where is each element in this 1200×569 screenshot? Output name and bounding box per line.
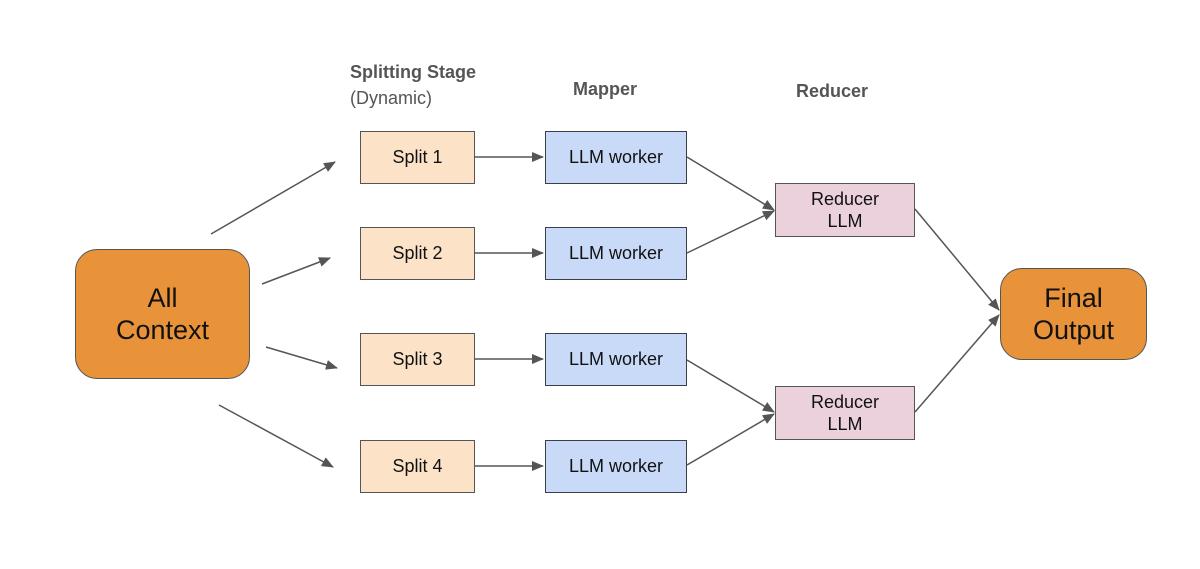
node-llm-worker-4: LLM worker xyxy=(545,440,687,493)
node-split-1: Split 1 xyxy=(360,131,475,184)
node-llm-worker-2-label: LLM worker xyxy=(568,243,664,263)
arrow-llm-3-to-reducer-2 xyxy=(686,359,775,413)
node-reducer-llm-2: Reducer LLM xyxy=(775,386,915,440)
node-llm-worker-1: LLM worker xyxy=(545,131,687,184)
arrow-llm-2-to-reducer-1 xyxy=(686,210,775,254)
node-final-output-label: Final Output xyxy=(1032,283,1115,345)
arrow-context-to-split-1 xyxy=(210,161,336,235)
node-split-4: Split 4 xyxy=(360,440,475,493)
node-all-context-label: All Context xyxy=(115,283,210,345)
node-llm-worker-1-label: LLM worker xyxy=(568,147,664,167)
arrow-reducer-1-to-final xyxy=(914,208,1000,311)
node-llm-worker-2: LLM worker xyxy=(545,227,687,280)
header-splitting-stage: Splitting Stage xyxy=(350,62,476,82)
node-reducer-llm-1-label: Reducer LLM xyxy=(810,189,880,231)
node-split-2-label: Split 2 xyxy=(392,243,443,263)
node-llm-worker-3-label: LLM worker xyxy=(568,349,664,369)
arrow-context-to-split-4 xyxy=(218,404,334,468)
arrow-llm-4-to-reducer-2 xyxy=(686,413,775,466)
node-reducer-llm-1: Reducer LLM xyxy=(775,183,915,237)
node-split-1-label: Split 1 xyxy=(392,147,443,167)
node-final-output: Final Output xyxy=(1000,268,1147,360)
arrow-context-to-split-2 xyxy=(261,257,331,285)
node-all-context: All Context xyxy=(75,249,250,379)
arrow-llm-1-to-reducer-1 xyxy=(686,156,775,211)
arrow-context-to-split-3 xyxy=(265,346,338,370)
node-llm-worker-4-label: LLM worker xyxy=(568,456,664,476)
header-reducer: Reducer xyxy=(796,81,869,101)
header-mapper: Mapper xyxy=(573,79,638,99)
node-split-3-label: Split 3 xyxy=(392,349,443,369)
node-split-3: Split 3 xyxy=(360,333,475,386)
node-split-4-label: Split 4 xyxy=(392,456,443,476)
node-reducer-llm-2-label: Reducer LLM xyxy=(810,392,880,434)
node-split-2: Split 2 xyxy=(360,227,475,280)
arrow-reducer-2-to-final xyxy=(914,314,1000,413)
node-llm-worker-3: LLM worker xyxy=(545,333,687,386)
header-splitting-dynamic: (Dynamic) xyxy=(350,88,433,108)
